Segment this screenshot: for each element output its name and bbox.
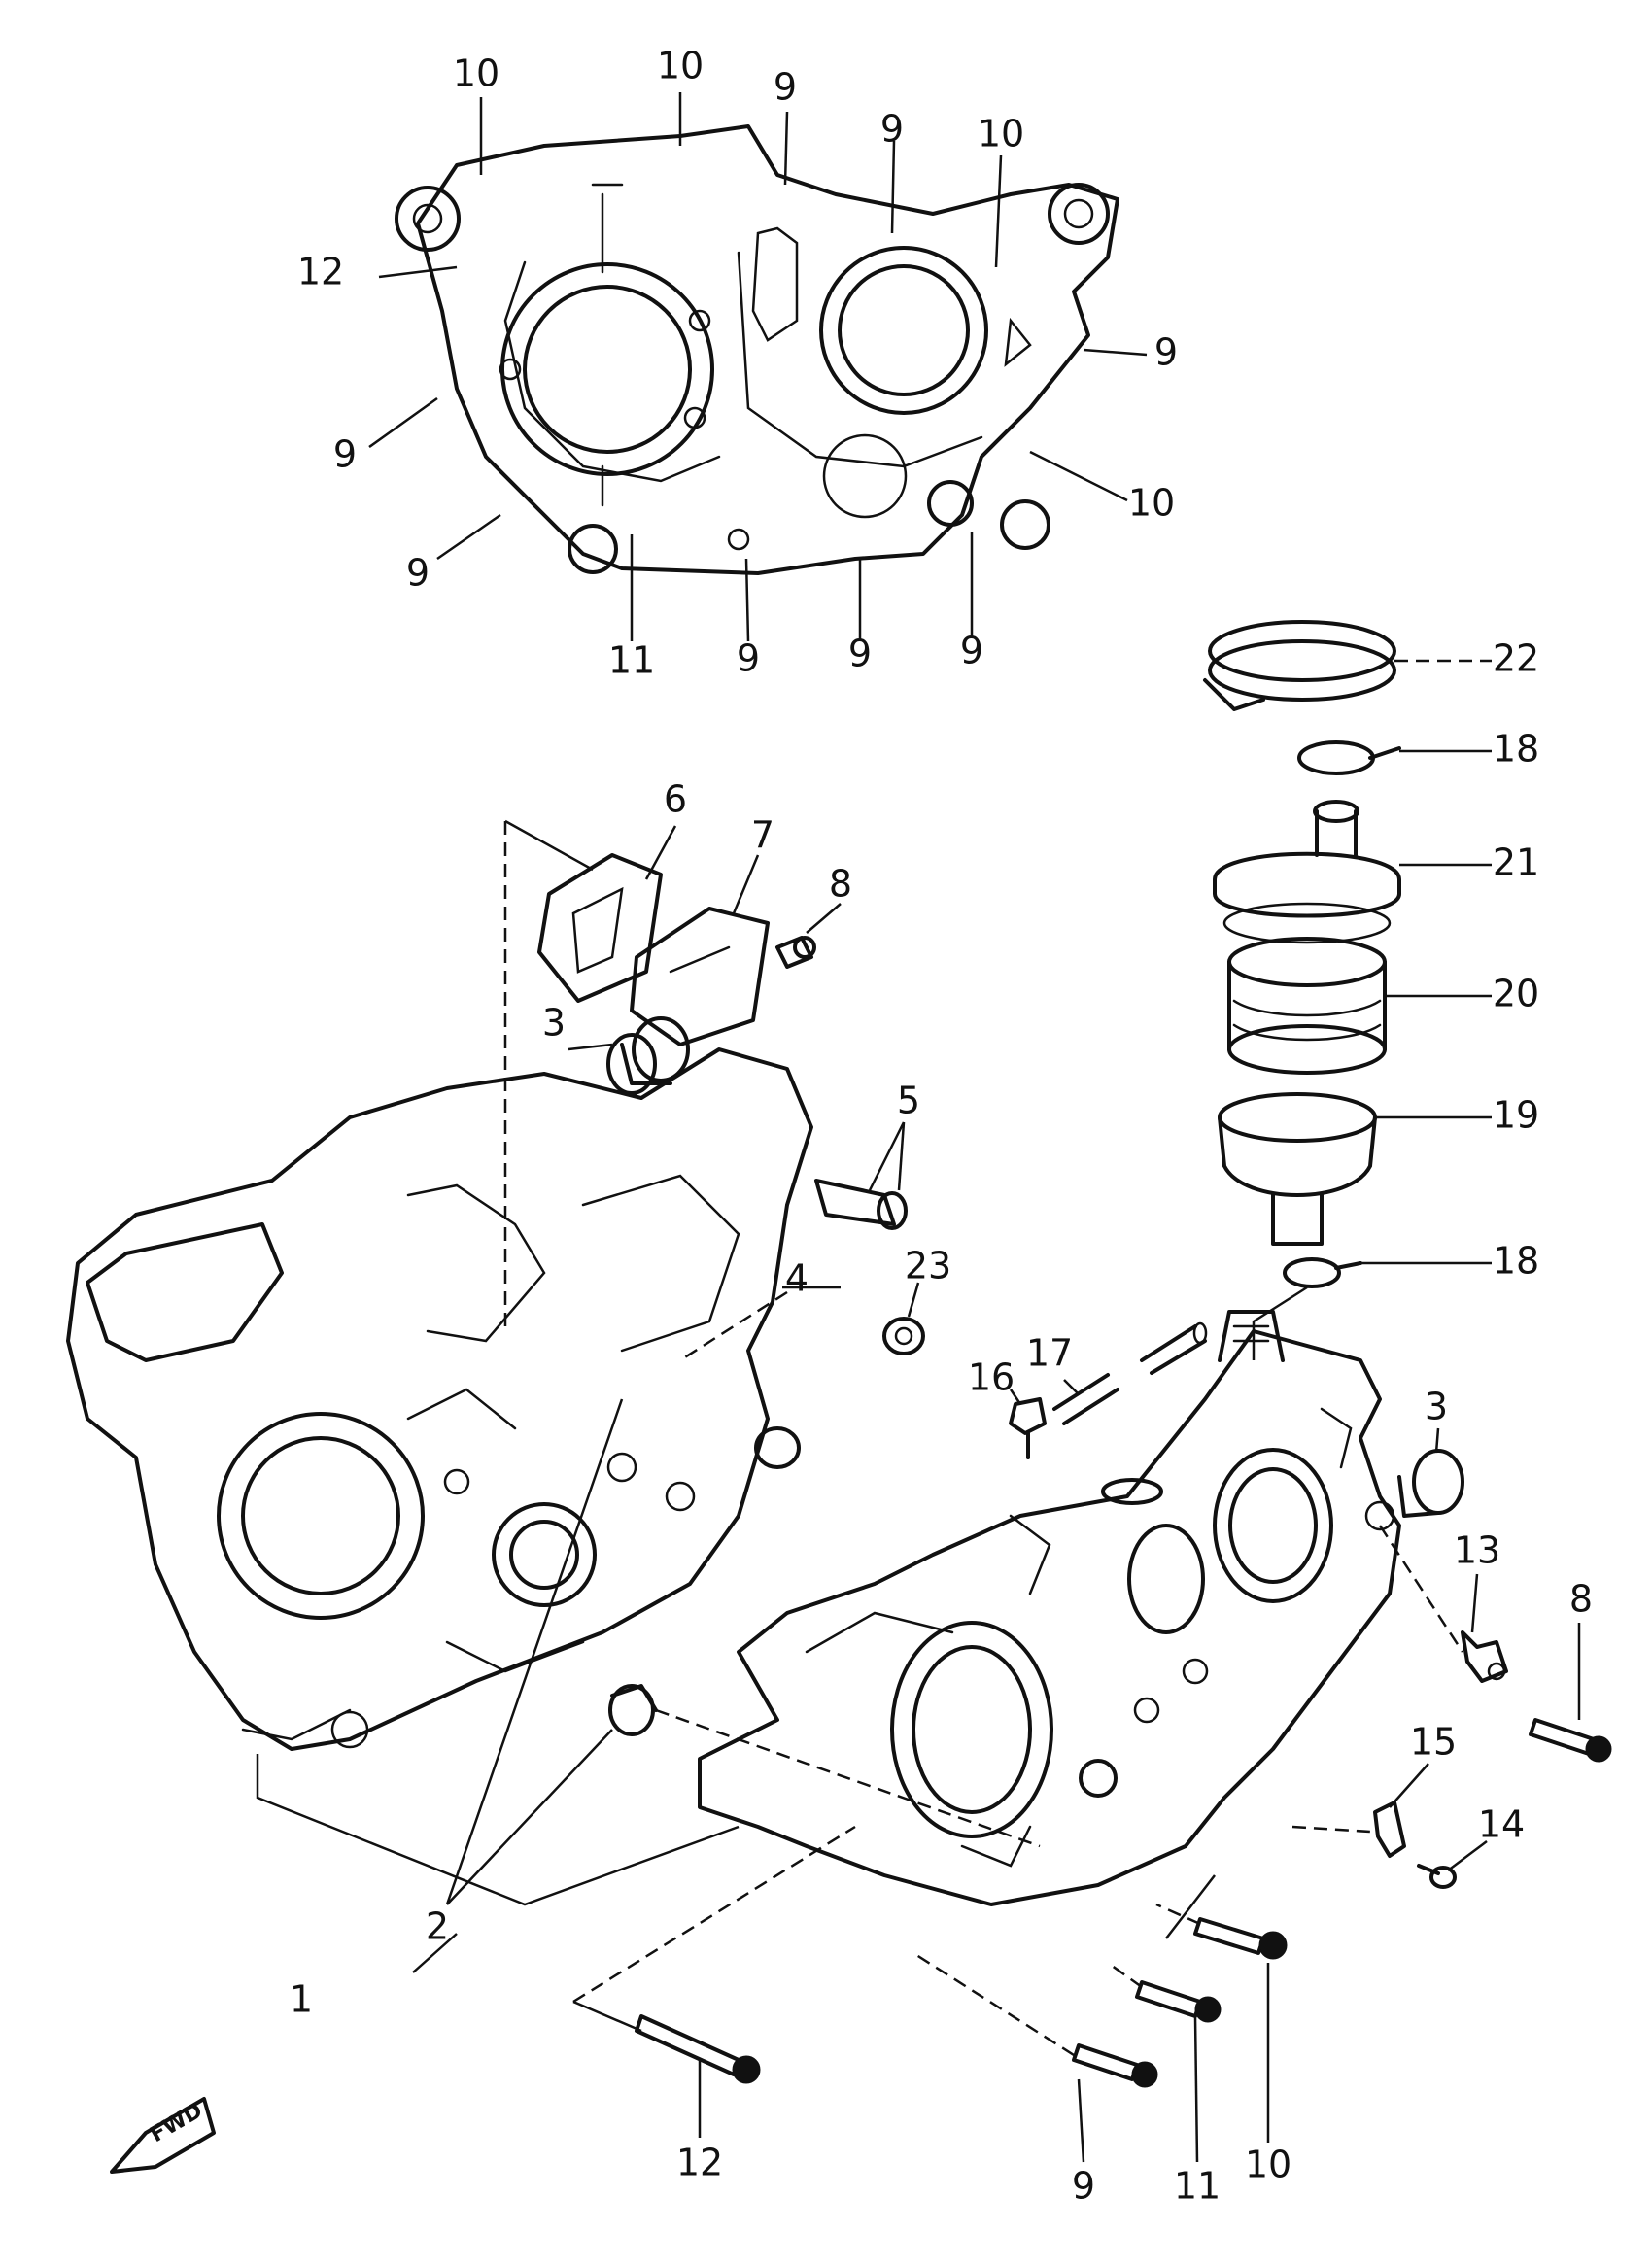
reed-valve-6 [537, 853, 663, 1003]
clamp-22 [1203, 620, 1396, 711]
callout-3: 3 [1425, 1386, 1448, 1428]
bolt-8-upper [775, 936, 816, 969]
callout-9: 9 [737, 637, 760, 680]
bolt-8-right [1529, 1718, 1612, 1763]
cap-21 [1213, 800, 1401, 944]
callout-9: 9 [848, 633, 872, 675]
callout-5: 5 [897, 1080, 920, 1122]
clip-18-upper [1297, 740, 1401, 775]
callout-labels: 10 10 9 9 10 12 9 9 10 9 11 9 9 9 22 18 … [290, 45, 1593, 2208]
callout-1: 1 [290, 1978, 313, 2021]
callout-23: 23 [905, 1245, 951, 1287]
callout-2: 2 [426, 1905, 449, 1948]
callout-10: 10 [453, 52, 499, 95]
callout-8: 8 [1569, 1578, 1593, 1621]
callout-21: 21 [1493, 841, 1539, 884]
callout-14: 14 [1478, 1803, 1525, 1846]
callout-20: 20 [1493, 973, 1539, 1015]
callout-17: 17 [1026, 1332, 1073, 1375]
callout-7: 7 [751, 814, 774, 857]
bolt-12-bottom [635, 2014, 761, 2084]
callout-13: 13 [1454, 1529, 1500, 1572]
callout-9: 9 [774, 66, 797, 109]
callout-18: 18 [1493, 728, 1539, 771]
callout-6: 6 [664, 778, 687, 821]
callout-9: 9 [1072, 2165, 1095, 2208]
callout-9: 9 [960, 630, 983, 672]
hose-17 [1052, 1321, 1208, 1425]
callout-9: 9 [880, 108, 904, 151]
callout-19: 19 [1493, 1094, 1539, 1137]
callout-9: 9 [406, 552, 430, 595]
callout-9: 9 [1154, 331, 1178, 374]
dowel-2 [608, 1684, 658, 1736]
bolt-10-bottom [1193, 1917, 1288, 1960]
callout-11: 11 [1174, 2165, 1221, 2208]
bushing-3-left [606, 1016, 690, 1095]
callout-8: 8 [829, 863, 852, 906]
bushing-3-right [1397, 1449, 1464, 1518]
reed-cover-7 [630, 907, 770, 1046]
crankcase-left-half [66, 1047, 813, 1751]
housing-19 [1218, 1092, 1377, 1246]
callout-18: 18 [1493, 1240, 1539, 1283]
bracket-13 [1461, 1630, 1508, 1683]
nut-23 [882, 1317, 925, 1355]
bolt-11-bottom [1135, 1980, 1222, 2023]
top-view-leaders [368, 92, 1148, 642]
callout-10: 10 [1128, 482, 1175, 525]
callout-10: 10 [657, 45, 704, 87]
plate-15 [1373, 1801, 1406, 1858]
callout-3: 3 [542, 1002, 566, 1045]
collar-5 [814, 1179, 908, 1230]
right-stack-leaders [1252, 659, 1492, 1360]
clip-18-lower [1283, 1257, 1362, 1288]
callout-15: 15 [1410, 1721, 1457, 1764]
callout-22: 22 [1493, 637, 1539, 680]
callout-4: 4 [785, 1257, 809, 1300]
callout-12: 12 [676, 2142, 723, 2184]
callout-11: 11 [608, 639, 655, 682]
callout-10: 10 [1245, 2144, 1291, 2186]
crankcase-inner-view [395, 124, 1119, 575]
crankcase-right-half [698, 1310, 1401, 1906]
element-20 [1227, 937, 1387, 1075]
fitting-16 [1009, 1397, 1047, 1459]
forward-arrow-icon: FWD [110, 2097, 216, 2174]
lower-leaders [256, 1379, 1581, 2163]
callout-16: 16 [968, 1356, 1015, 1399]
callout-9: 9 [333, 433, 357, 476]
middle-leaders [503, 819, 920, 1362]
callout-10: 10 [978, 113, 1024, 155]
bolt-9-bottom [1072, 2043, 1158, 2088]
callout-12: 12 [297, 251, 344, 293]
screw-14 [1417, 1864, 1457, 1889]
